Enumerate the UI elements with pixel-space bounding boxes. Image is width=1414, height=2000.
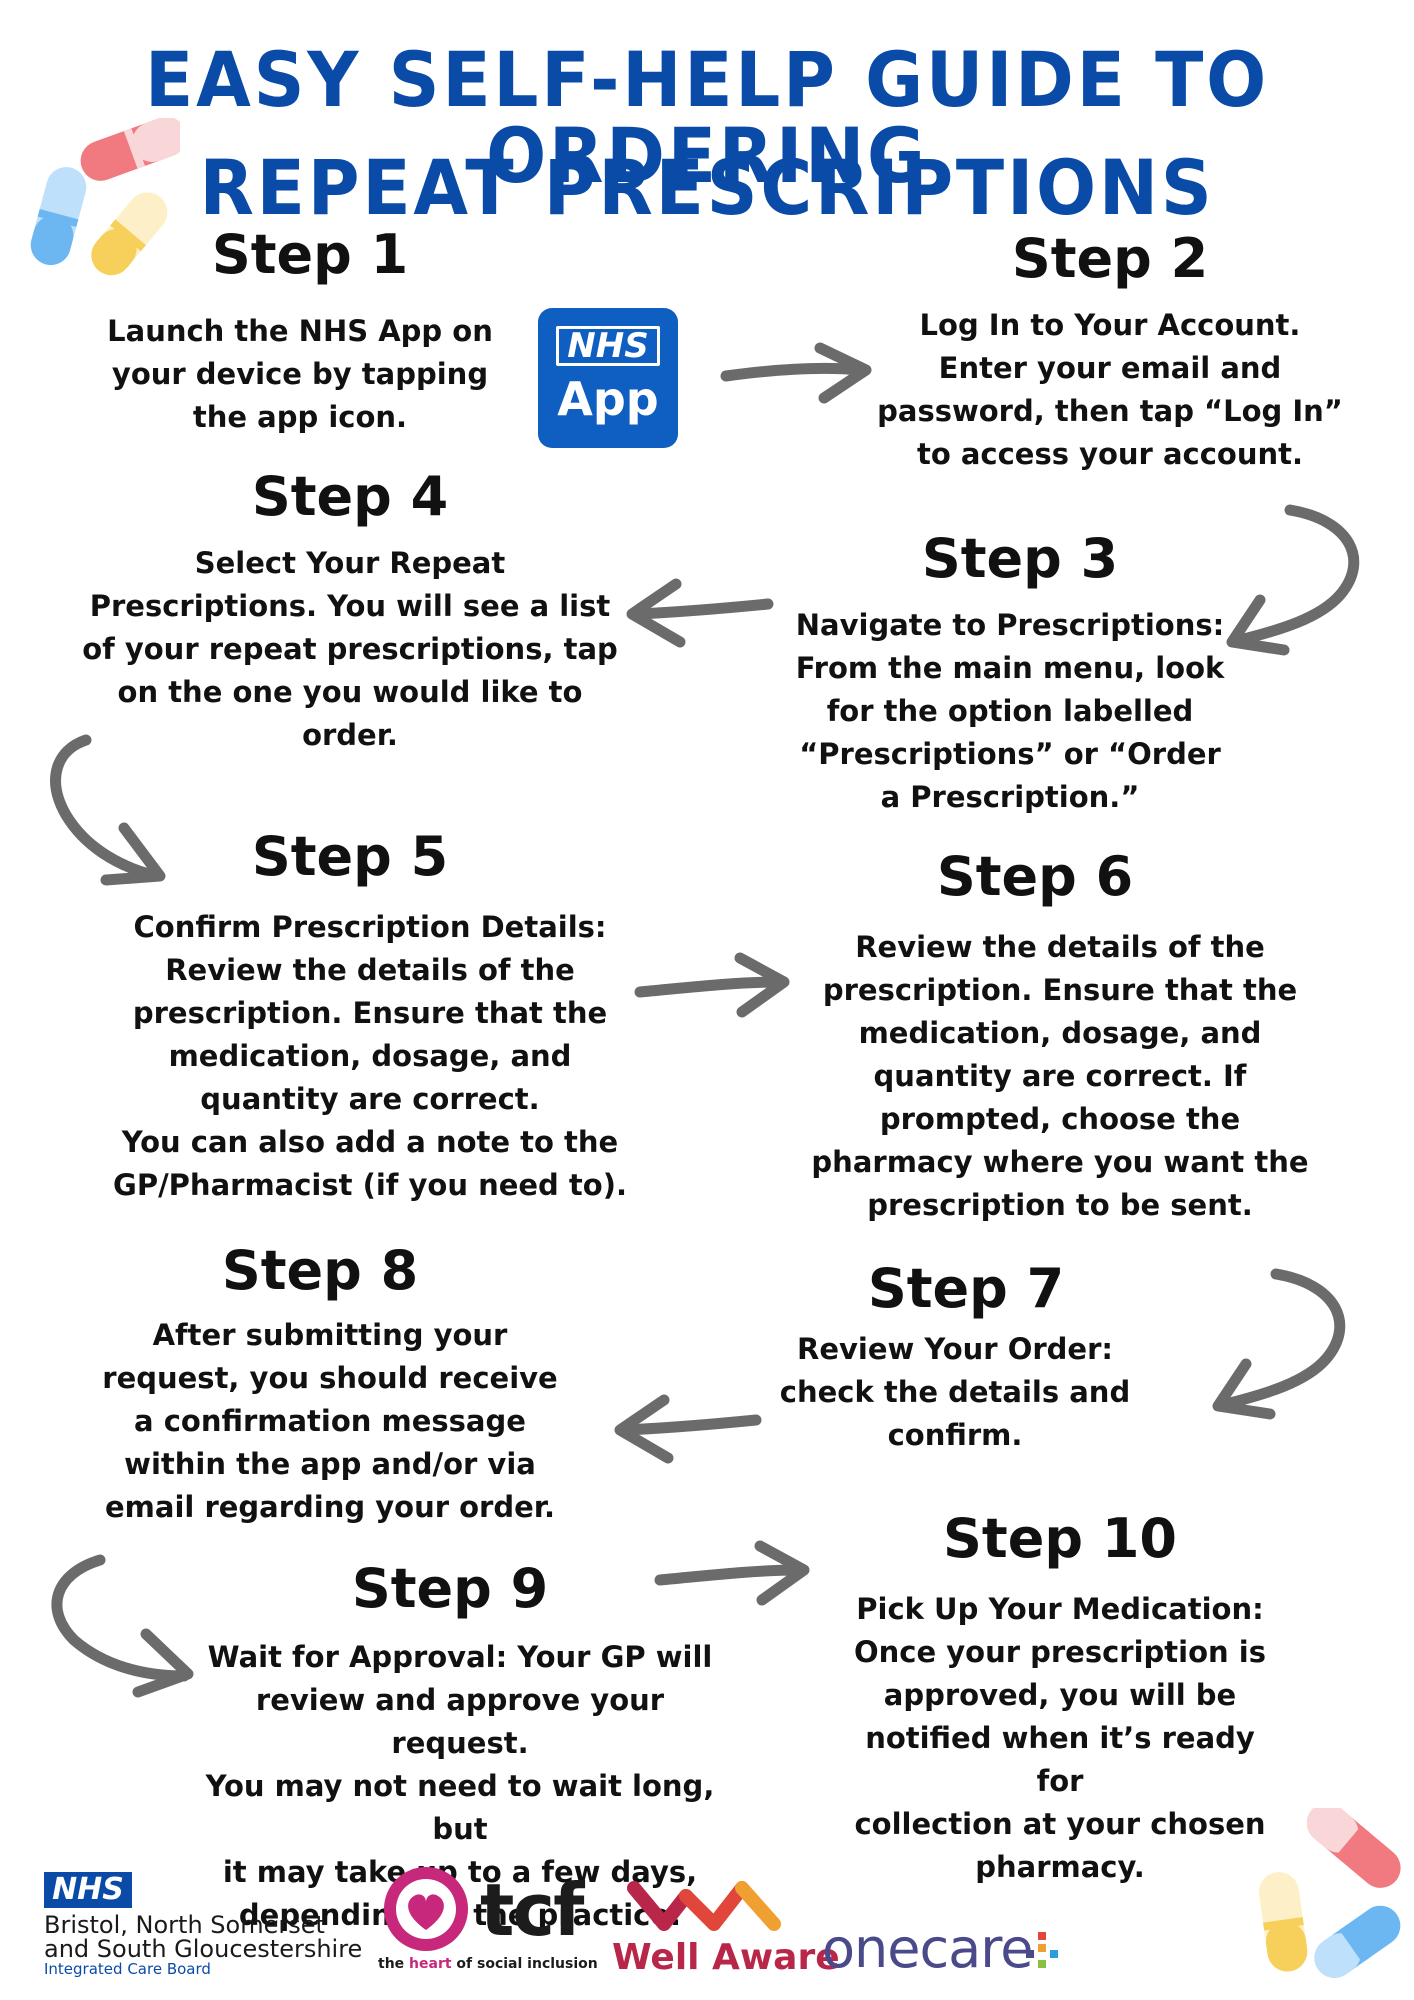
arrow-right-icon (654, 1540, 810, 1606)
step-7-text: Review Your Order: check the details and… (779, 1332, 1131, 1452)
onecare-logo-text: onecare (822, 1917, 1034, 1980)
step-3-text: Navigate to Prescriptions: From the main… (795, 608, 1225, 814)
step-2-text: Log In to Your Account. Enter your email… (877, 308, 1343, 471)
tcf-tagline-accent: heart (409, 1956, 452, 1972)
arrow-right-icon (634, 952, 790, 1018)
step-5-text: Confirm Prescription Details: Review the… (113, 910, 627, 1202)
pills-icon (30, 118, 180, 276)
tcf-tagline-post: of social inclusion (451, 1956, 598, 1972)
app-label: App (557, 372, 659, 426)
nhs-app-icon: NHS App (538, 308, 678, 448)
curved-arrow-icon (1212, 1268, 1346, 1420)
tcf-tagline-pre: the (378, 1956, 410, 1972)
well-aware-logo-icon (627, 1881, 781, 1931)
icb-subtitle: Integrated Care Board (44, 1960, 211, 1978)
step-3-title: Step 3 (921, 527, 1119, 590)
step-1-title: Step 1 (211, 223, 409, 286)
icb-name-line-2: and South Gloucestershire (44, 1935, 363, 1963)
step-9-title: Step 9 (351, 1557, 549, 1620)
arrow-left-icon (614, 1394, 762, 1464)
arrow-right-icon (720, 342, 872, 404)
icb-name-line-1: Bristol, North Somerset (44, 1911, 325, 1939)
step-6-title: Step 6 (936, 845, 1134, 908)
step-10-title: Step 10 (943, 1507, 1177, 1570)
step-10-text: Pick Up Your Medication: Once your presc… (854, 1592, 1266, 1884)
step-2-title: Step 2 (1011, 227, 1209, 290)
step-5-title: Step 5 (251, 825, 449, 888)
step-4-title: Step 4 (251, 465, 449, 528)
tcf-logo-text: tcf (480, 1868, 584, 1952)
pills-icon (1258, 1808, 1401, 1978)
well-aware-logo-text: Well Aware (612, 1937, 840, 1978)
step-1-text: Launch the NHS App on your device by tap… (107, 314, 493, 434)
onecare-plus-icon (1026, 1932, 1058, 1968)
curved-arrow-icon (51, 1554, 194, 1698)
step-7-title: Step 7 (867, 1257, 1065, 1320)
step-4-text: Select Your Repeat Prescriptions. You wi… (82, 546, 618, 752)
curved-arrow-icon (50, 734, 166, 886)
arrow-left-icon (626, 578, 774, 648)
step-6-text: Review the details of the prescription. … (811, 930, 1309, 1222)
step-8-title: Step 8 (221, 1239, 419, 1302)
page-title-line-2: Repeat Prescriptions (199, 143, 1215, 232)
step-8-text: After submitting your request, you shoul… (102, 1318, 558, 1524)
nhs-logo-label: NHS (556, 326, 660, 366)
page-title-line-1: Easy Self-Help Guide to Ordering (145, 35, 1269, 200)
curved-arrow-icon (1226, 504, 1360, 656)
nhs-logo: NHS (44, 1872, 132, 1908)
tcf-tagline: the heart of social inclusion (378, 1956, 598, 1972)
tcf-heart-logo-icon (384, 1867, 468, 1951)
